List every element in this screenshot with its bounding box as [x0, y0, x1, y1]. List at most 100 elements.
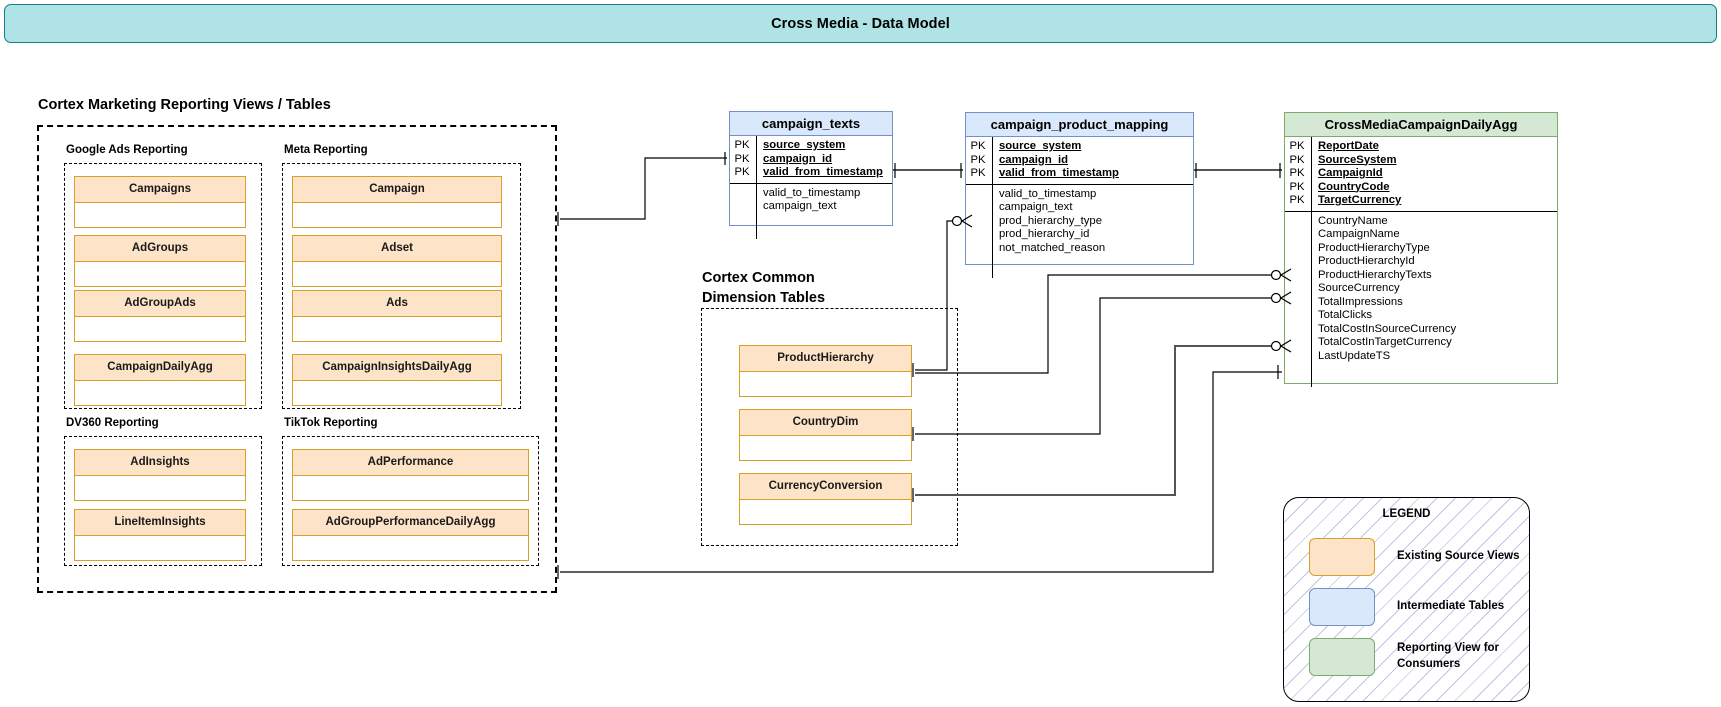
field-name: TotalClicks — [1318, 309, 1372, 321]
field-name: campaign_id — [763, 152, 833, 165]
field-name: ProductHierarchyTexts — [1318, 268, 1432, 281]
entity-campaigns[interactable]: Campaigns — [74, 176, 246, 228]
field-name: prod_hierarchy_type — [999, 214, 1102, 227]
attribute-column: valid_to_timestamp campaign_text prod_hi… — [993, 185, 1193, 278]
entity-body — [75, 262, 245, 286]
legend-item-reporting-view: Reporting View for Consumers — [1309, 638, 1499, 676]
ertable-attribute-section: valid_to_timestamp campaign_text prod_hi… — [966, 184, 1193, 278]
entity-adset[interactable]: Adset — [292, 235, 502, 287]
ertable-attribute-section: CountryName CampaignName ProductHierarch… — [1285, 211, 1557, 387]
ertable-key-section: PK PK PK PK PK ReportDate SourceSystem C… — [1285, 137, 1557, 212]
key-label: PK — [970, 153, 986, 166]
field-name: campaign_text — [763, 200, 837, 212]
entity-title: LineItemInsights — [75, 510, 245, 536]
entity-adinsights[interactable]: AdInsights — [74, 449, 246, 501]
entity-body — [293, 536, 528, 560]
entity-title: ProductHierarchy — [740, 346, 911, 372]
key-column-empty — [966, 184, 993, 278]
field-name: SourceCurrency — [1318, 282, 1400, 294]
entity-body — [740, 500, 911, 524]
entity-ads[interactable]: Ads — [292, 290, 502, 342]
ertable-campaign-texts[interactable]: campaign_texts PK PK PK source_system ca… — [729, 111, 893, 239]
field-name: TotalCostInSourceCurrency — [1318, 322, 1457, 335]
field-name: CountryCode — [1318, 180, 1390, 193]
field-name: TotalCostInTargetCurrency — [1318, 336, 1452, 348]
field-name: ProductHierarchyId — [1318, 255, 1415, 267]
entity-body — [293, 203, 501, 227]
entity-title: AdInsights — [75, 450, 245, 476]
field-name: valid_from_timestamp — [763, 166, 883, 178]
key-label: PK — [1289, 153, 1305, 166]
attribute-column: valid_to_timestamp campaign_text — [757, 184, 892, 239]
field-name: valid_from_timestamp — [999, 167, 1119, 179]
key-label: PK — [1289, 140, 1305, 152]
legend-label: Intermediate Tables — [1397, 600, 1505, 613]
group-box-google-ads — [64, 163, 262, 409]
connector-currencyconversion-to-crossmedia — [915, 345, 1282, 496]
legend-label: Existing Source Views — [1397, 550, 1520, 563]
entity-adgroupads[interactable]: AdGroupAds — [74, 290, 246, 342]
entity-body — [75, 536, 245, 560]
group-box-tiktok — [282, 436, 539, 566]
key-label: PK — [970, 140, 986, 152]
field-name: LastUpdateTS — [1318, 349, 1391, 362]
legend-title: LEGEND — [1382, 508, 1431, 520]
common-dimension-heading: Cortex Common Dimension Tables — [702, 270, 826, 306]
cardinality-zero-marker-a — [951, 215, 963, 227]
legend-swatch-orange — [1309, 538, 1375, 576]
entity-body — [75, 317, 245, 341]
ertable-key-section: PK PK PK source_system campaign_id valid… — [730, 136, 892, 184]
key-label: PK — [734, 166, 750, 178]
field-name: prod_hierarchy_id — [999, 228, 1090, 240]
entity-title: AdGroupPerformanceDailyAgg — [293, 510, 528, 536]
entity-campaign[interactable]: Campaign — [292, 176, 502, 228]
entity-title: Ads — [293, 291, 501, 317]
entity-adgroups[interactable]: AdGroups — [74, 235, 246, 287]
ertable-campaign-product-mapping[interactable]: campaign_product_mapping PK PK PK source… — [965, 112, 1194, 278]
entity-title: CurrencyConversion — [740, 474, 911, 500]
field-name: campaign_id — [999, 153, 1069, 166]
field-name: ProductHierarchyType — [1318, 241, 1430, 254]
field-name: valid_to_timestamp — [763, 186, 861, 199]
entity-lineiteminsights[interactable]: LineItemInsights — [74, 509, 246, 561]
ertable-key-section: PK PK PK source_system campaign_id valid… — [966, 137, 1193, 185]
entity-title: Adset — [293, 236, 501, 262]
entity-currencyconversion[interactable]: CurrencyConversion — [739, 473, 912, 525]
ertable-title: campaign_product_mapping — [966, 113, 1193, 137]
entity-adgroupperformancedailyagg[interactable]: AdGroupPerformanceDailyAgg — [292, 509, 529, 561]
entity-body — [75, 203, 245, 227]
entity-producthierarchy[interactable]: ProductHierarchy — [739, 345, 912, 397]
key-column: PK PK PK — [730, 136, 757, 183]
cardinality-zero-marker-d — [1270, 340, 1282, 352]
legend-box: LEGEND Existing Source Views Intermediat… — [1283, 497, 1530, 702]
key-label: PK — [970, 167, 986, 179]
group-box-meta — [282, 163, 521, 409]
connector-countrydim-to-crossmedia — [915, 297, 1282, 435]
entity-title: AdPerformance — [293, 450, 528, 476]
entity-title: AdGroupAds — [75, 291, 245, 317]
key-label: PK — [734, 139, 750, 151]
cardinality-zero-marker-b — [1270, 269, 1282, 281]
entity-adperformance[interactable]: AdPerformance — [292, 449, 529, 501]
entity-title: CampaignInsightsDailyAgg — [293, 355, 501, 381]
entity-body — [740, 372, 911, 396]
entity-title: Campaign — [293, 177, 501, 203]
entity-body — [75, 476, 245, 500]
cardinality-zero-marker-c — [1270, 292, 1282, 304]
ertable-crossmediacampaigndailyagg[interactable]: CrossMediaCampaignDailyAgg PK PK PK PK P… — [1284, 112, 1558, 387]
group-label-meta: Meta Reporting — [284, 144, 368, 156]
key-label: PK — [1289, 167, 1305, 179]
connector-sources-to-campaign-texts — [560, 157, 727, 220]
field-name: source_system — [999, 140, 1082, 152]
entity-campaigndailyagg[interactable]: CampaignDailyAgg — [74, 354, 246, 406]
legend-label: Reporting View for Consumers — [1397, 642, 1500, 670]
key-label: PK — [1289, 194, 1305, 206]
entity-countrydim[interactable]: CountryDim — [739, 409, 912, 461]
group-label-google-ads: Google Ads Reporting — [66, 144, 188, 156]
field-name: CountryName — [1318, 214, 1388, 227]
key-column-empty — [1285, 211, 1312, 387]
entity-campaigninsightsdailyagg[interactable]: CampaignInsightsDailyAgg — [292, 354, 502, 406]
entity-body — [75, 381, 245, 405]
group-box-dv360 — [64, 436, 262, 566]
